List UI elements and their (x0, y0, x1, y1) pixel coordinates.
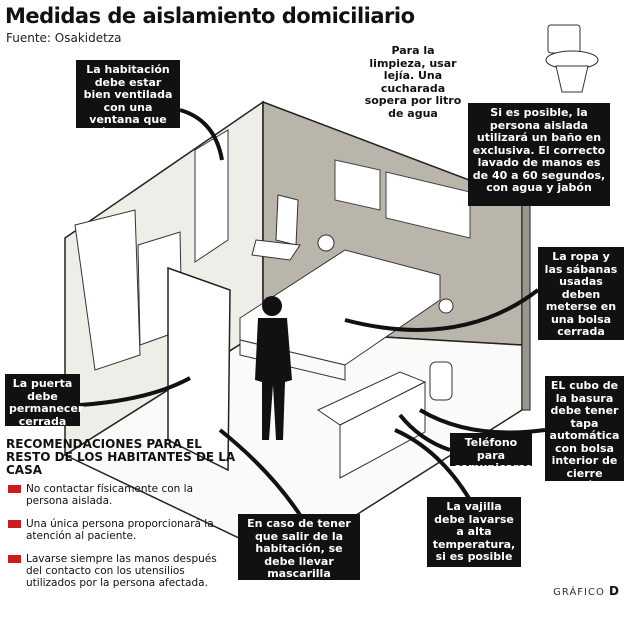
callout-cleaning: Para la limpieza, usar lejía. Una cuchar… (362, 44, 464, 120)
callout-leaving-room: En caso de tener que salir de la habitac… (238, 514, 360, 630)
person-silhouette (255, 296, 292, 440)
bullet-square-icon (8, 555, 21, 563)
recommendation-item: No contactar físicamente con la persona … (6, 483, 236, 507)
callout-trash: EL cubo de la basura debe tener tapa aut… (545, 376, 624, 492)
callout-bathroom: Si es posible, la persona aislada utiliz… (468, 103, 610, 206)
callout-ventilation: La habitación debe estar bien ventilada … (76, 60, 180, 138)
recommendations-panel: RECOMENDACIONES PARA EL RESTO DE LOS HAB… (6, 438, 236, 600)
trash-bin (429, 361, 453, 401)
source-label: Fuente: Osakidetza (6, 31, 122, 45)
toilet-icon (545, 24, 599, 93)
door (167, 266, 231, 472)
wardrobe (74, 209, 141, 371)
bullet-square-icon (8, 485, 21, 493)
recommendation-item: Lavarse siempre las manos después del co… (6, 553, 236, 589)
callout-laundry: La ropa y las sábanas usadas deben meter… (538, 247, 624, 375)
callout-phone: Teléfono para comunicarse (450, 433, 532, 474)
room-illustration (63, 24, 599, 561)
page-title: Medidas de aislamiento domiciliario (5, 4, 415, 28)
callout-door: La puerta debe permanecer cerrada (5, 374, 83, 427)
recommendation-item: Una única persona proporcionará la atenc… (6, 518, 236, 542)
window (334, 159, 381, 211)
credit-footer: GRÁFICO D (553, 584, 620, 598)
recommendations-title: RECOMENDACIONES PARA EL RESTO DE LOS HAB… (6, 437, 236, 477)
callout-dishes: La vajilla debe lavarse a alta temperatu… (427, 497, 521, 588)
bullet-square-icon (8, 520, 21, 528)
